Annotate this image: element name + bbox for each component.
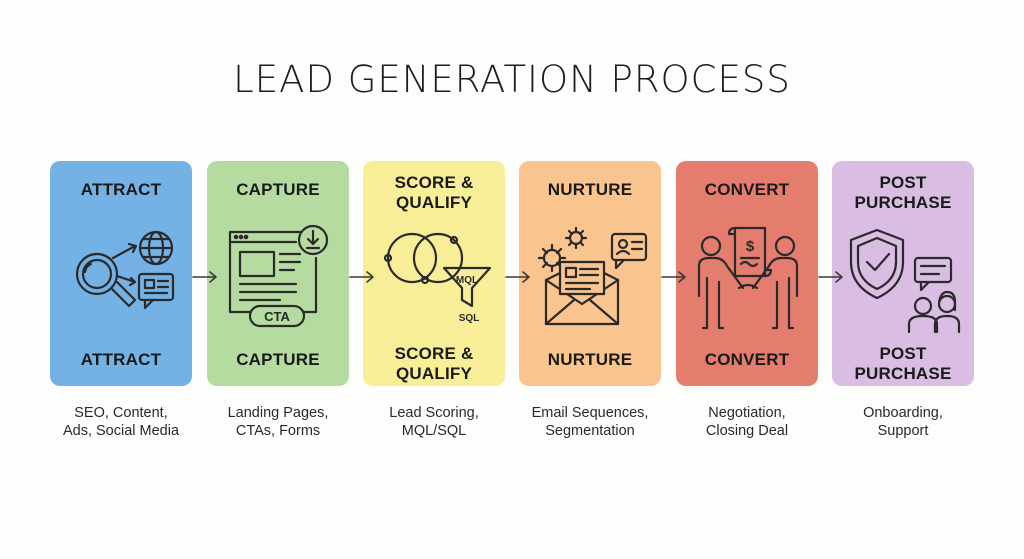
email-gears-icon (530, 218, 650, 338)
stage-score-qualify: SCORE &QUALIFY MQL SQL SCORE &QUALIFY (363, 161, 505, 386)
contract-currency: $ (746, 238, 755, 255)
cta-label: CTA (264, 309, 290, 324)
stage-title-top: NURTURE (547, 180, 633, 199)
stage-description-score-qualify: Lead Scoring,MQL/SQL (389, 405, 479, 439)
magnifier-globe-ad-icon (61, 218, 181, 338)
stage-attract: ATTRACT ATTRACT (50, 161, 192, 386)
stage-title-top: ATTRACT (80, 180, 162, 199)
page-title: LEAD GENERATION PROCESS (233, 58, 791, 101)
stage-nurture: NURTURE NURTURE (519, 161, 661, 386)
stage-description-convert: Negotiation,Closing Deal (705, 405, 789, 439)
stage-title-top: SCORE &QUALIFY (394, 173, 474, 212)
stage-title-top: CONVERT (704, 180, 790, 199)
stage-title-bottom: CAPTURE (236, 350, 320, 369)
stage-description-nurture: Email Sequences,Segmentation (531, 405, 649, 439)
stage-capture: CAPTURE CTA CAPTURE (207, 161, 349, 386)
stage-title-top: CAPTURE (236, 180, 320, 199)
arrow-right-icon (192, 270, 218, 284)
stage-title-bottom: SCORE &QUALIFY (394, 344, 474, 383)
arrow-right-icon (661, 270, 687, 284)
funnel-sql-label: SQL (459, 313, 480, 324)
stage-title-bottom: CONVERT (704, 350, 790, 369)
arrow-right-icon (349, 270, 375, 284)
shield-support-icon (843, 218, 963, 338)
stage-description-capture: Landing Pages,CTAs, Forms (227, 405, 329, 439)
arrow-right-icon (818, 270, 844, 284)
venn-funnel-icon: MQL SQL (374, 218, 494, 338)
funnel-mql-label: MQL (456, 275, 478, 286)
arrow-right-icon (505, 270, 531, 284)
stage-description-post-purchase: Onboarding,Support (863, 405, 943, 439)
stage-title-bottom: NURTURE (547, 350, 633, 369)
stage-title-bottom: ATTRACT (80, 350, 162, 369)
handshake-contract-icon: $ (687, 218, 807, 338)
stage-convert: CONVERT $ CONVERT (676, 161, 818, 386)
stage-description-attract: SEO, Content,Ads, Social Media (62, 405, 180, 439)
landing-page-cta-icon: CTA (218, 218, 338, 338)
